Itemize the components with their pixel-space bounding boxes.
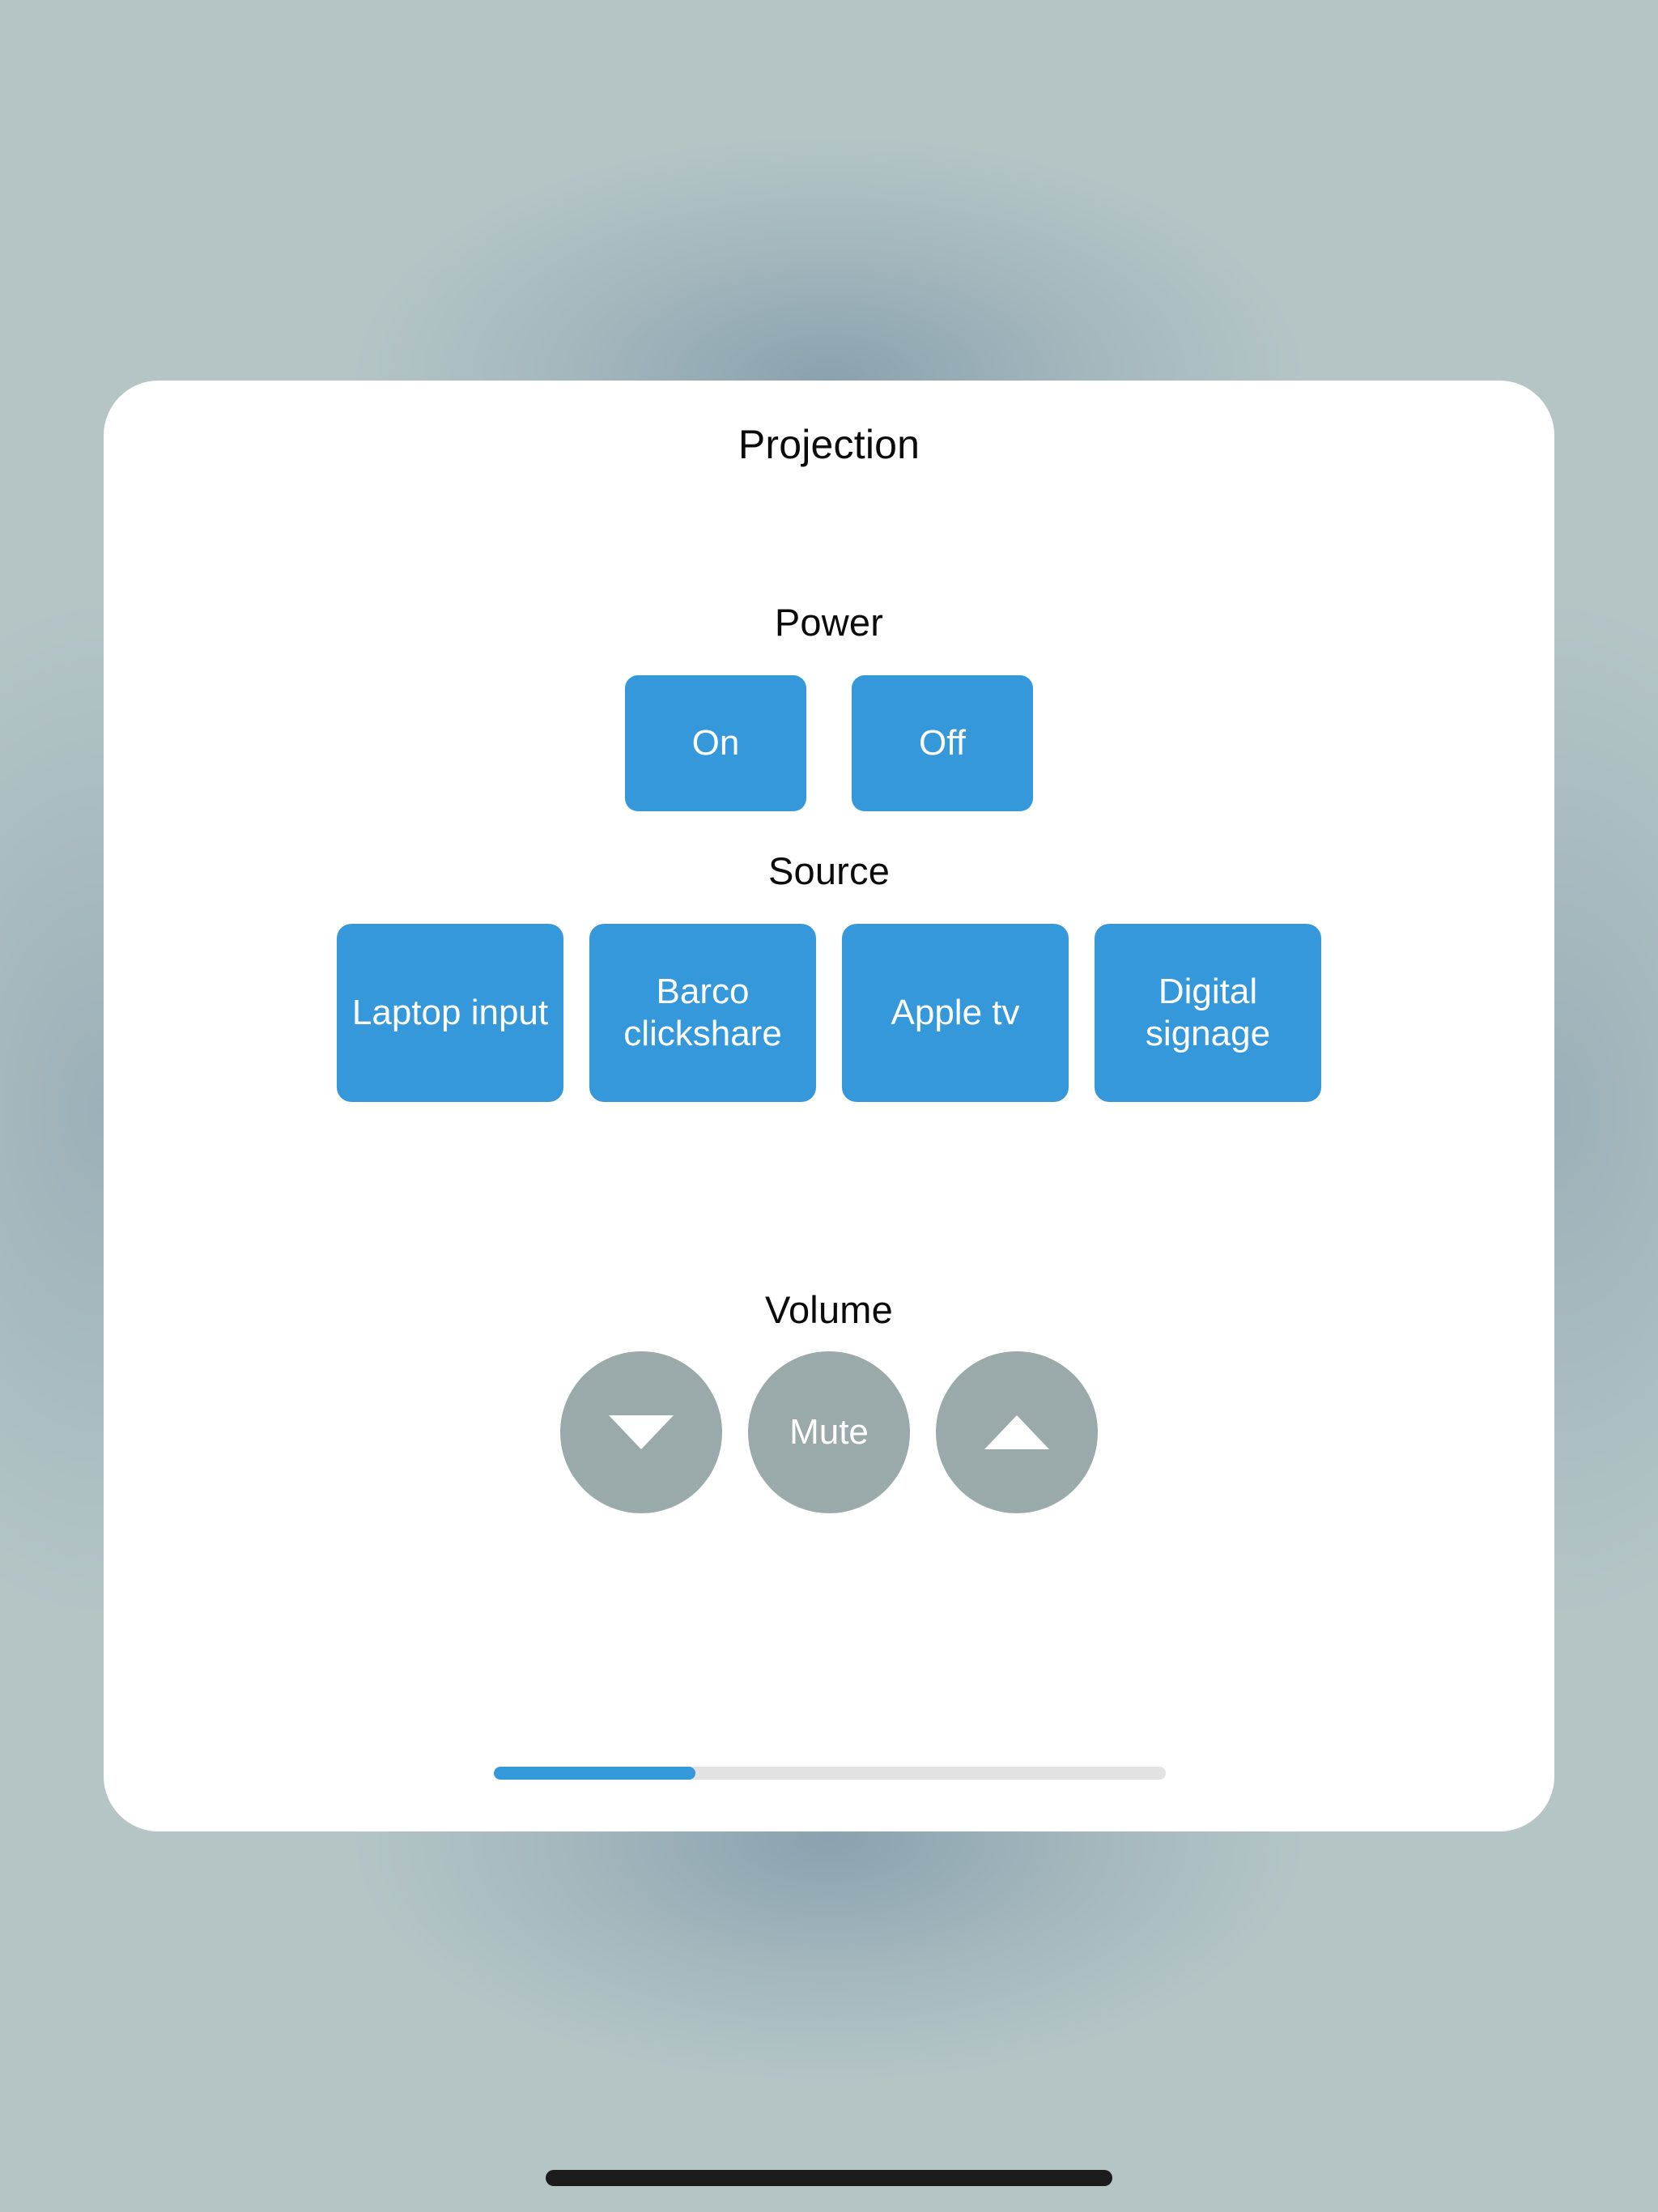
volume-level-fill <box>494 1767 695 1780</box>
page-title: Projection <box>738 422 920 467</box>
volume-up-button[interactable] <box>936 1351 1098 1513</box>
power-section-label: Power <box>774 601 884 644</box>
source-section-label: Source <box>767 849 891 892</box>
volume-button-row: Mute <box>104 1351 1554 1513</box>
source-apple-tv-button[interactable]: Apple tv <box>842 924 1069 1102</box>
source-section: Source Laptop input Barco clickshare App… <box>104 849 1554 1102</box>
power-off-button[interactable]: Off <box>852 675 1033 811</box>
power-button-row: On Off <box>104 675 1554 811</box>
volume-level-slider[interactable] <box>494 1767 1166 1780</box>
source-digital-signage-button[interactable]: Digital signage <box>1095 924 1321 1102</box>
power-section: Power On Off <box>104 600 1554 811</box>
source-button-row: Laptop input Barco clickshare Apple tv D… <box>104 924 1554 1102</box>
source-laptop-input-button[interactable]: Laptop input <box>337 924 563 1102</box>
volume-section: Volume Mute <box>104 1287 1554 1513</box>
source-barco-clickshare-button[interactable]: Barco clickshare <box>589 924 816 1102</box>
volume-mute-button[interactable]: Mute <box>748 1351 910 1513</box>
power-on-button[interactable]: On <box>625 675 806 811</box>
home-indicator <box>546 2170 1112 2186</box>
triangle-down-icon <box>609 1415 674 1449</box>
triangle-up-icon <box>984 1415 1049 1449</box>
volume-section-label: Volume <box>765 1288 893 1331</box>
volume-down-button[interactable] <box>560 1351 722 1513</box>
projection-control-card: Projection Power On Off Source Laptop in… <box>104 381 1554 1831</box>
volume-level-track[interactable] <box>494 1767 1166 1780</box>
